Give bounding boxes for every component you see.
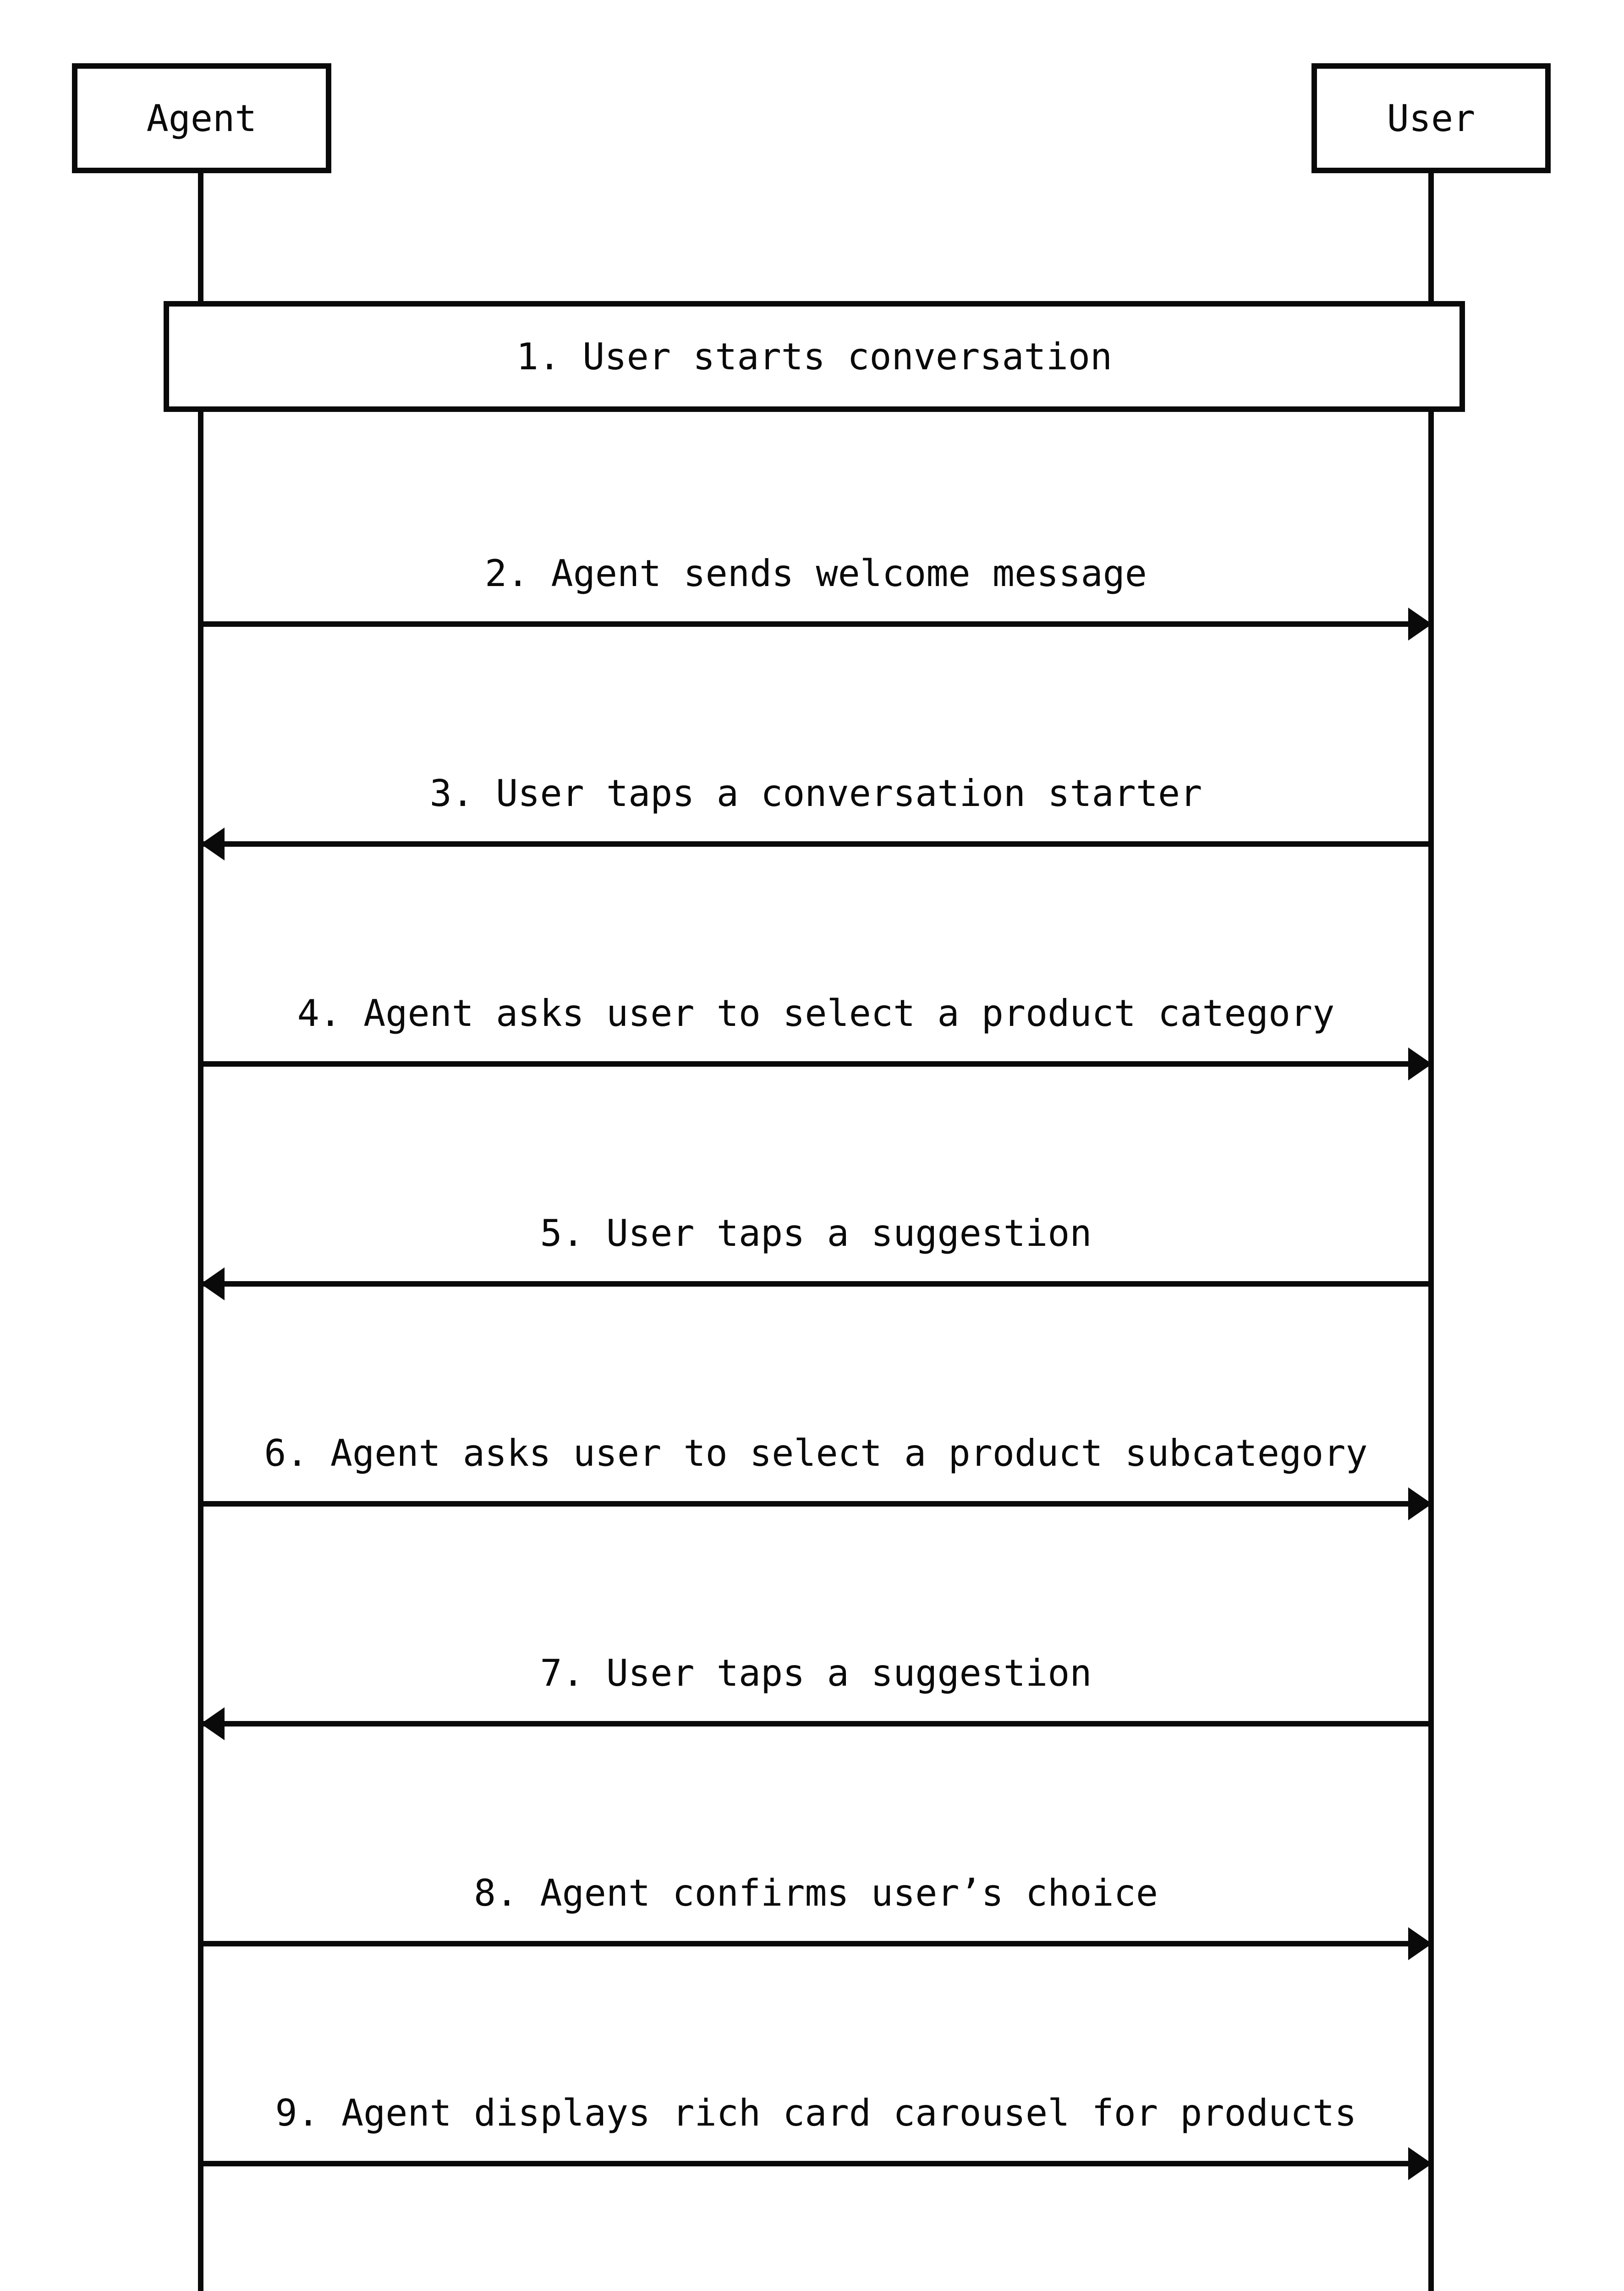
message-label: 4. Agent asks user to select a product c… — [297, 992, 1335, 1035]
participant-user-top-label: User — [1387, 97, 1476, 140]
participant-agent-top-label: Agent — [146, 97, 257, 140]
message-arrow-line — [201, 1721, 1431, 1726]
message-arrow-line — [201, 841, 1431, 847]
message-label: 9. Agent displays rich card carousel for… — [275, 2092, 1357, 2134]
message-label: 2. Agent sends welcome message — [485, 552, 1147, 595]
user-lifeline — [1428, 170, 1434, 2291]
message-label: 3. User taps a conversation starter — [429, 772, 1202, 815]
message-label: 7. User taps a suggestion — [540, 1652, 1092, 1694]
arrowhead-right-icon — [1408, 608, 1432, 641]
arrowhead-left-icon — [201, 828, 225, 860]
message-label: 6. Agent asks user to select a product s… — [264, 1432, 1368, 1474]
arrowhead-right-icon — [1408, 1927, 1432, 1960]
arrowhead-right-icon — [1408, 1047, 1432, 1080]
note-banner-label: 1. User starts conversation — [516, 335, 1113, 378]
message-arrow-line — [201, 621, 1431, 627]
message-arrow-line — [201, 1061, 1431, 1067]
arrowhead-right-icon — [1408, 2147, 1432, 2180]
message-arrow-line — [201, 1941, 1431, 1946]
arrowhead-left-icon — [201, 1707, 225, 1740]
participant-agent-top: Agent — [72, 63, 331, 173]
participant-user-top: User — [1311, 63, 1551, 173]
arrowhead-right-icon — [1408, 1487, 1432, 1520]
message-label: 8. Agent confirms user’s choice — [473, 1872, 1158, 1914]
note-banner: 1. User starts conversation — [164, 301, 1465, 412]
arrowhead-left-icon — [201, 1267, 225, 1300]
message-label: 5. User taps a suggestion — [540, 1212, 1092, 1255]
message-arrow-line — [201, 1501, 1431, 1507]
message-arrow-line — [201, 2161, 1431, 2166]
agent-lifeline — [198, 170, 203, 2291]
message-arrow-line — [201, 1281, 1431, 1287]
